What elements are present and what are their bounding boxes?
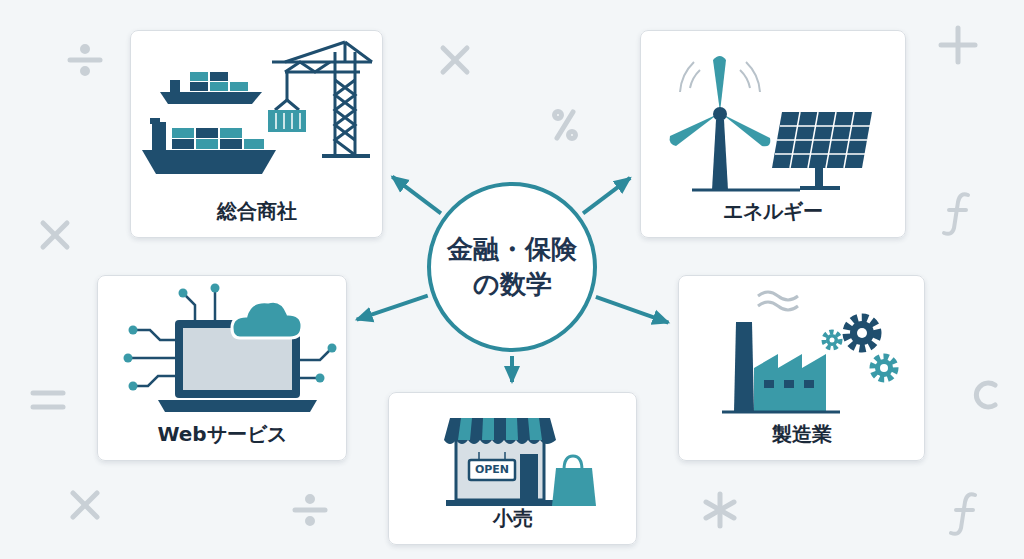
arrow-connector xyxy=(596,297,669,323)
industry-card: 製造業 xyxy=(678,275,925,461)
card-grounds xyxy=(97,30,925,545)
gears xyxy=(824,318,895,379)
sign-text: OPEN xyxy=(469,461,515,479)
arrow-connector xyxy=(357,296,428,320)
industry-card: Webサービス xyxy=(97,275,347,461)
industry-card: 総合商社 xyxy=(130,30,383,238)
node-label: 金融・保険 の数学 xyxy=(444,232,580,302)
arrow-connector xyxy=(392,177,441,214)
industry-card: 小売 xyxy=(388,392,637,545)
arrow-connector xyxy=(510,356,514,382)
shop-icon xyxy=(444,418,596,506)
node-label: Webサービス xyxy=(157,421,286,460)
industry-card: エネルギー xyxy=(640,30,906,238)
ship-crane-icon xyxy=(142,42,372,174)
node-label: エネルギー xyxy=(723,198,823,237)
hub-circle: 金融・保険 の数学 xyxy=(427,182,597,352)
arrow-connector xyxy=(583,178,630,214)
node-label: 小売 xyxy=(493,505,533,544)
laptop-cloud-icon xyxy=(124,284,337,413)
math-symbols xyxy=(33,28,995,534)
factory-gears-icon xyxy=(722,292,895,412)
wind-solar-icon xyxy=(670,56,872,190)
node-label: 製造業 xyxy=(772,421,832,460)
node-label: 総合商社 xyxy=(217,198,297,237)
